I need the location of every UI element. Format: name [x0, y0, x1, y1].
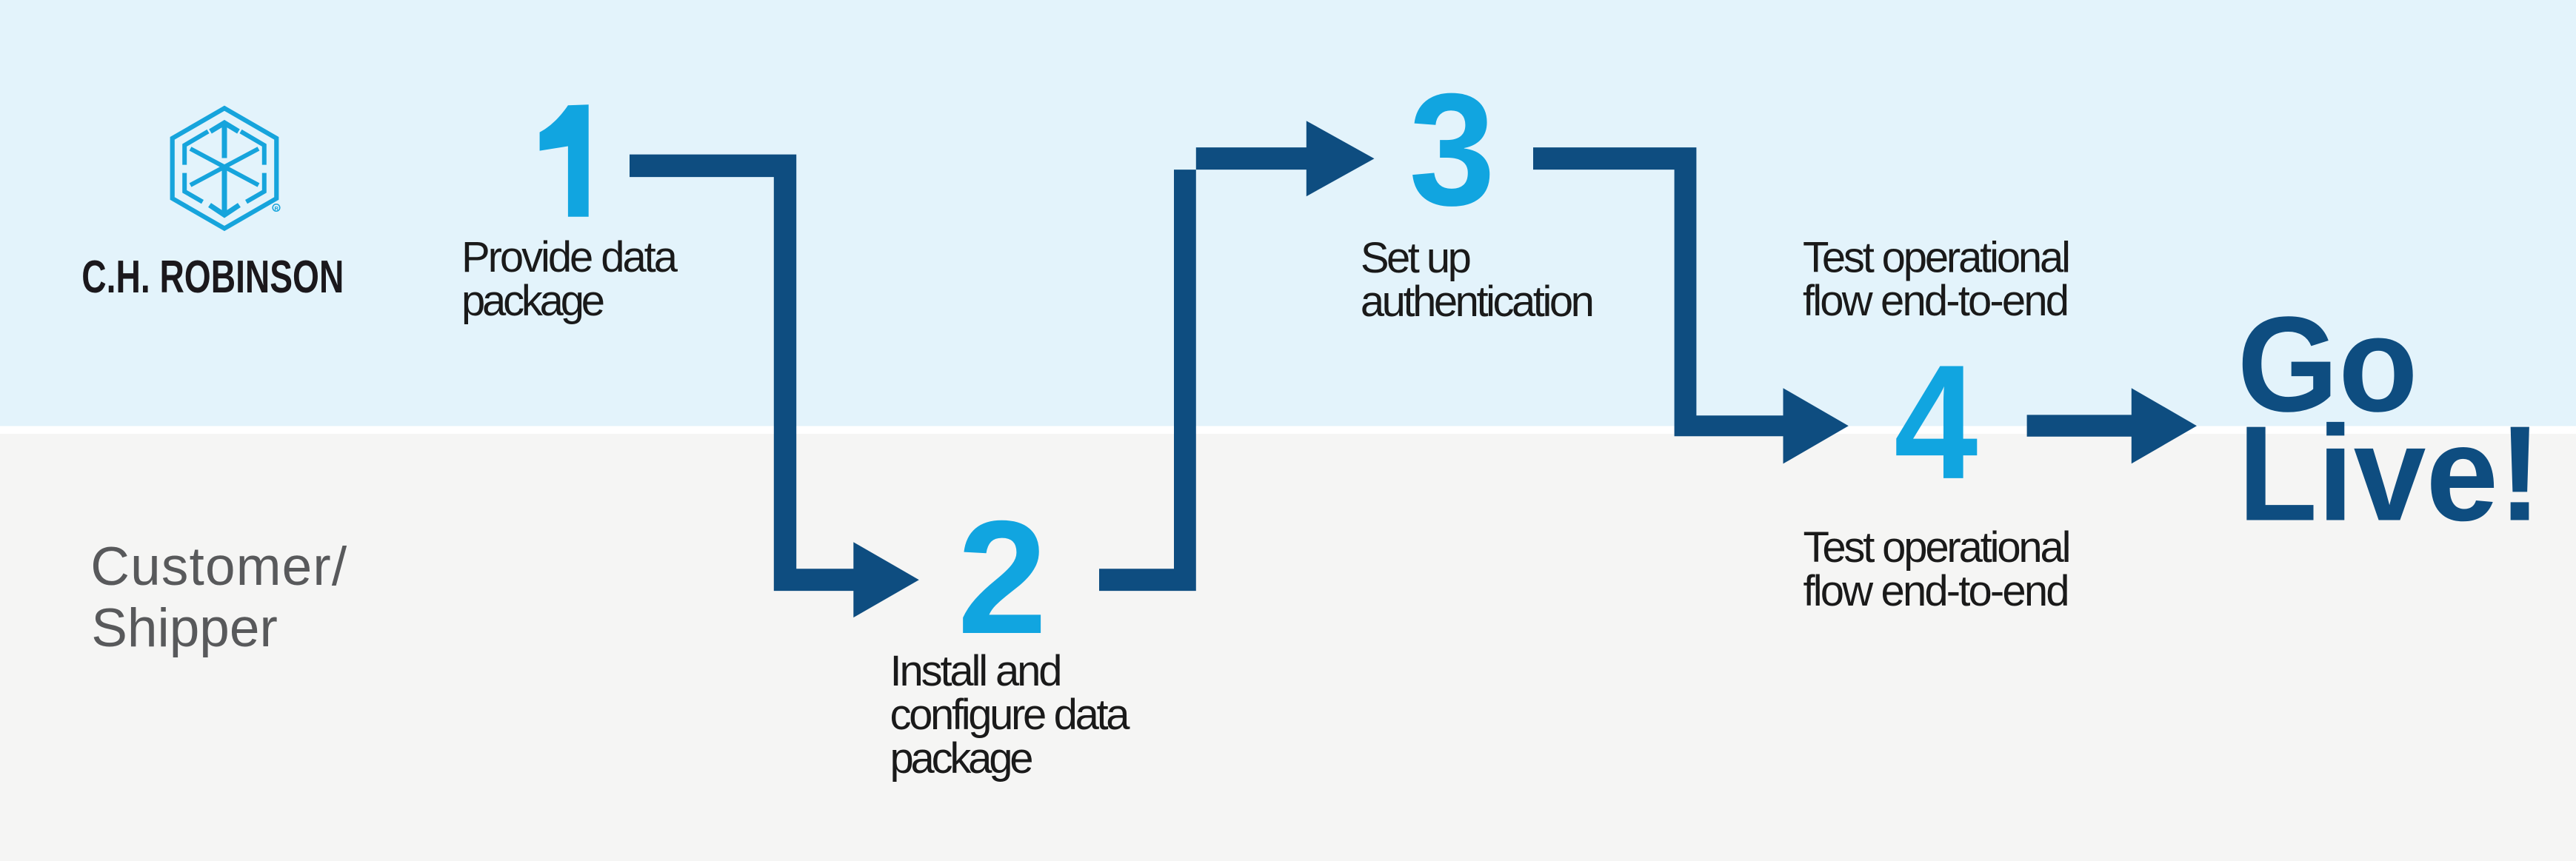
svg-text:4: 4	[1894, 331, 1978, 513]
svg-text:flow end-to-end: flow end-to-end	[1803, 277, 2069, 325]
svg-text:Customer/: Customer/	[90, 537, 347, 597]
svg-text:package: package	[461, 277, 605, 325]
svg-text:3: 3	[1409, 61, 1495, 240]
svg-text:Live!: Live!	[2238, 398, 2542, 549]
svg-text:2: 2	[958, 488, 1047, 668]
svg-text:Provide data: Provide data	[461, 233, 678, 281]
svg-text:authentication: authentication	[1361, 278, 1595, 326]
svg-text:R: R	[274, 205, 278, 212]
svg-text:Go: Go	[2238, 289, 2418, 440]
svg-text:Set up: Set up	[1361, 234, 1472, 282]
svg-text:configure data: configure data	[890, 691, 1131, 739]
svg-text:Test operational: Test operational	[1803, 523, 2072, 572]
svg-text:Install and: Install and	[890, 647, 1063, 695]
svg-text:flow end-to-end: flow end-to-end	[1803, 567, 2070, 615]
svg-text:package: package	[890, 734, 1034, 783]
svg-text:C.H. ROBINSON: C.H. ROBINSON	[81, 252, 344, 303]
svg-text:Test operational: Test operational	[1803, 233, 2071, 281]
svg-text:Shipper: Shipper	[91, 598, 278, 658]
